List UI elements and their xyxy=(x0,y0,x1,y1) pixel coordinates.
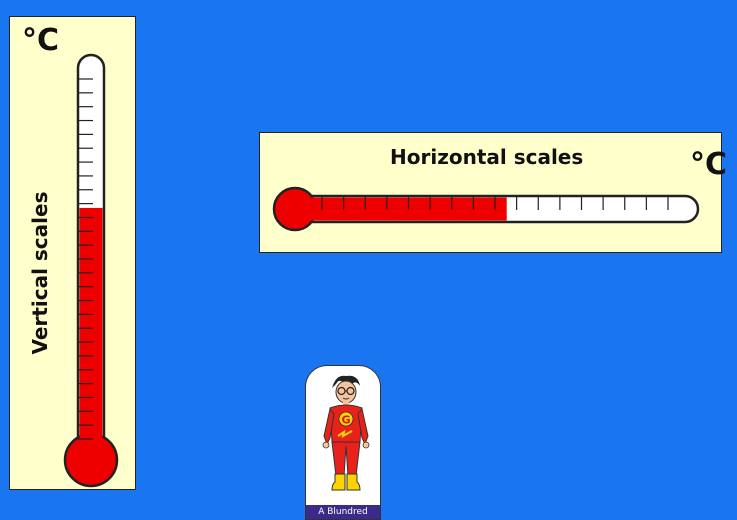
horizontal-scale-panel: Horizontal scales °C xyxy=(259,132,722,253)
horizontal-thermometer xyxy=(260,133,723,254)
horizontal-bulb xyxy=(274,188,316,230)
vertical-scale-panel: °C Vertical scales xyxy=(9,16,136,490)
mascot-caption: A Blundred xyxy=(306,505,380,519)
horizontal-bulb-neck xyxy=(310,198,322,221)
vertical-mercury xyxy=(80,208,103,461)
superhero-mascot-icon: G xyxy=(306,366,381,506)
vertical-bulb xyxy=(65,434,117,486)
mascot-card[interactable]: G A Blundred xyxy=(305,365,381,520)
vertical-thermometer xyxy=(10,17,137,491)
svg-text:G: G xyxy=(341,414,350,427)
